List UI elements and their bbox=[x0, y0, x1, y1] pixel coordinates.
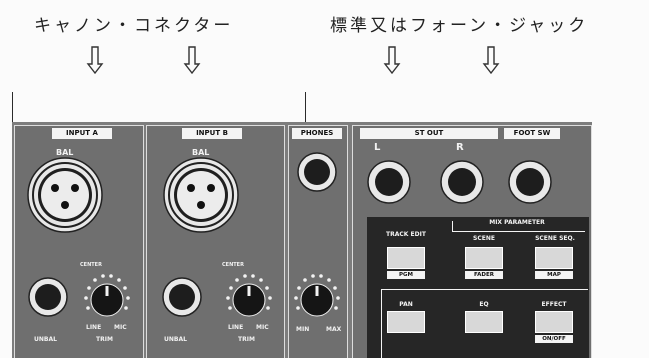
input-b-line-label: LINE bbox=[228, 324, 244, 331]
input-b-trim-label: TRIM bbox=[238, 336, 255, 343]
mix-parameter-title: MIX PARAMETER bbox=[477, 219, 557, 226]
st-out-r-label: R bbox=[456, 142, 464, 153]
foot-sw-jack[interactable] bbox=[508, 160, 552, 204]
lower-bracket bbox=[381, 289, 588, 358]
st-out-r-jack[interactable] bbox=[440, 160, 484, 204]
input-a-center-label: CENTER bbox=[80, 262, 102, 268]
pgm-label: PGM bbox=[387, 271, 425, 279]
map-label: MAP bbox=[535, 271, 573, 279]
st-out-label: ST OUT bbox=[360, 128, 498, 139]
mix-parameter-bracket bbox=[452, 221, 585, 232]
frame-line bbox=[12, 92, 13, 122]
input-b-label: INPUT B bbox=[182, 128, 242, 139]
scene-seq-button[interactable] bbox=[535, 247, 573, 269]
st-out-l-label: L bbox=[374, 142, 381, 153]
input-b-mic-label: MIC bbox=[256, 324, 269, 331]
phones-volume-knob[interactable] bbox=[292, 272, 342, 322]
input-a-label: INPUT A bbox=[52, 128, 112, 139]
input-a-line-label: LINE bbox=[86, 324, 102, 331]
phones-max-label: MAX bbox=[326, 326, 342, 333]
caption-cannon-connector: キャノン・コネクター bbox=[34, 16, 234, 36]
effect-label: EFFECT bbox=[541, 301, 567, 308]
scene-label: SCENE bbox=[473, 235, 495, 242]
phones-label: PHONES bbox=[292, 128, 342, 139]
down-arrow-icon bbox=[482, 46, 500, 74]
foot-sw-label: FOOT SW bbox=[504, 128, 560, 139]
input-b-center-label: CENTER bbox=[222, 262, 244, 268]
mix-parameter-panel: MIX PARAMETER TRACK EDIT SCENE SCENE SEQ… bbox=[367, 217, 589, 358]
input-a-phone-jack[interactable] bbox=[28, 277, 68, 317]
input-a-bal-label: BAL bbox=[56, 148, 74, 157]
eq-label: EQ bbox=[479, 301, 489, 308]
scene-button[interactable] bbox=[465, 247, 503, 269]
device-panel: INPUT A BAL CENTER LINE MIC UNBAL TRIM I… bbox=[12, 122, 592, 358]
input-b-bal-label: BAL bbox=[192, 148, 210, 157]
input-a-trim-label: TRIM bbox=[96, 336, 113, 343]
pan-label: PAN bbox=[399, 301, 413, 308]
input-a-mic-label: MIC bbox=[114, 324, 127, 331]
input-b-phone-jack[interactable] bbox=[162, 277, 202, 317]
down-arrow-icon bbox=[183, 46, 201, 74]
down-arrow-icon bbox=[86, 46, 104, 74]
caption-phone-jack: 標準又はフォーン・ジャック bbox=[330, 16, 589, 36]
st-out-l-jack[interactable] bbox=[367, 160, 411, 204]
on-off-label: ON/OFF bbox=[535, 335, 573, 343]
track-edit-button[interactable] bbox=[387, 247, 425, 269]
phones-min-label: MIN bbox=[296, 326, 310, 333]
frame-line bbox=[305, 92, 306, 122]
pan-button[interactable] bbox=[387, 311, 425, 333]
input-b-unbal-label: UNBAL bbox=[164, 336, 187, 343]
down-arrow-icon bbox=[383, 46, 401, 74]
fader-label: FADER bbox=[465, 271, 503, 279]
effect-button[interactable] bbox=[535, 311, 573, 333]
scene-seq-label: SCENE SEQ. bbox=[535, 235, 575, 242]
input-a-trim-knob[interactable] bbox=[82, 272, 132, 322]
eq-button[interactable] bbox=[465, 311, 503, 333]
phones-jack[interactable] bbox=[297, 152, 337, 192]
input-a-unbal-label: UNBAL bbox=[34, 336, 57, 343]
track-edit-label: TRACK EDIT bbox=[386, 231, 426, 238]
input-b-trim-knob[interactable] bbox=[224, 272, 274, 322]
input-a-xlr-connector[interactable] bbox=[26, 156, 104, 234]
input-b-xlr-connector[interactable] bbox=[162, 156, 240, 234]
